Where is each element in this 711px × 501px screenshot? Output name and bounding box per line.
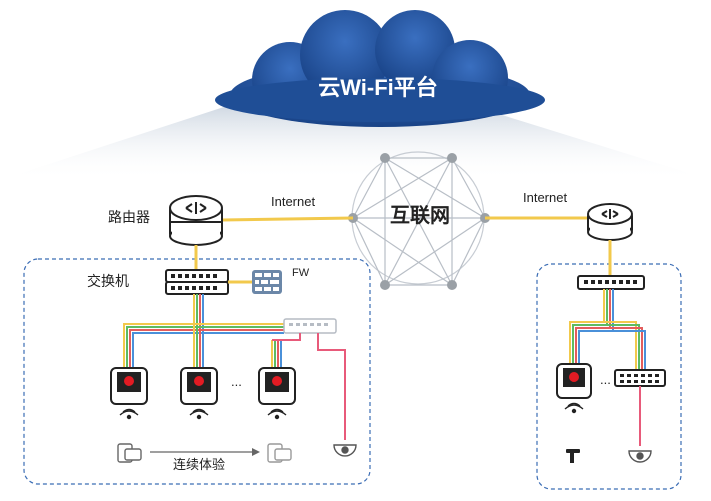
access-point-icon — [258, 367, 296, 405]
camera-link — [317, 333, 346, 440]
access-switch-icon — [614, 369, 666, 387]
left-internet-label: Internet — [271, 194, 315, 209]
switch-icon — [577, 275, 645, 290]
right-ap-ellipsis: ... — [600, 372, 611, 387]
access-switch-to-ap-link — [272, 333, 301, 341]
internet-hub-label: 互联网 — [390, 204, 450, 227]
tablet-icon — [117, 443, 142, 463]
camera-icon — [333, 444, 357, 457]
wifi-signal-icon — [267, 408, 287, 420]
access-switch-icon — [283, 318, 337, 334]
access-point-icon — [556, 363, 592, 399]
right-poe-cabling — [569, 289, 646, 370]
left-site-boundary — [23, 258, 371, 485]
cloud-label: 云Wi-Fi平台 — [318, 75, 438, 100]
tablet-icon — [267, 443, 292, 463]
cloud-light-beam — [0, 105, 711, 180]
internet-hub-nodes — [348, 153, 490, 290]
internet-hub-mesh — [351, 151, 486, 286]
right-internet-label: Internet — [523, 190, 567, 205]
cloud-icon — [215, 10, 545, 127]
roaming-arrow-head — [252, 448, 260, 456]
wifi-signal-icon — [119, 408, 139, 420]
camera-icon — [628, 450, 652, 463]
router-icon — [169, 195, 223, 246]
desk-lamp-icon — [566, 449, 580, 463]
router-icon — [587, 203, 633, 241]
firewall-label: FW — [292, 267, 310, 279]
firewall-icon — [252, 270, 282, 294]
router-label: 路由器 — [108, 209, 150, 225]
left-poe-cabling — [123, 294, 284, 368]
roaming-label: 连续体验 — [173, 457, 225, 472]
wifi-signal-icon — [564, 402, 584, 414]
switch-icon — [165, 269, 229, 295]
switch-label: 交换机 — [87, 273, 129, 289]
ap-ellipsis: ... — [231, 374, 242, 389]
access-point-icon — [110, 367, 148, 405]
access-point-icon — [180, 367, 218, 405]
left-internet-link — [221, 216, 354, 222]
wifi-signal-icon — [189, 408, 209, 420]
